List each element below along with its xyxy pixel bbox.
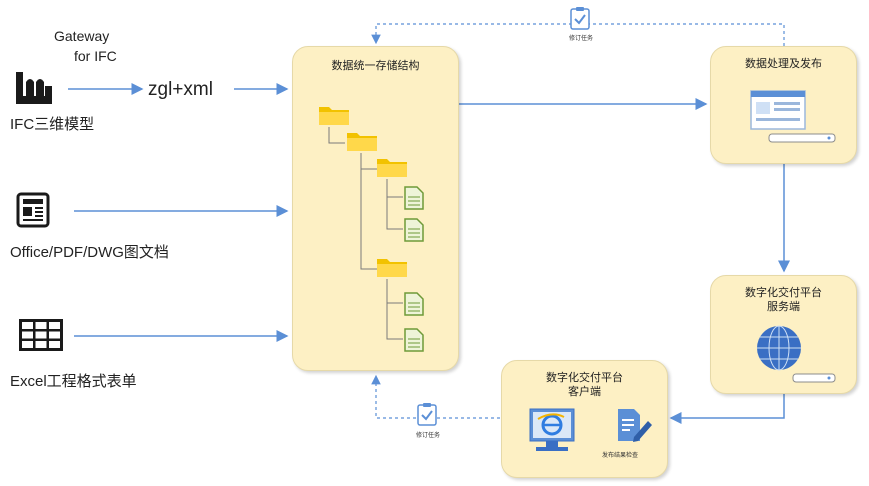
factory-icon [14, 68, 56, 108]
ie-monitor-icon [529, 408, 575, 451]
office-docs-label: Office/PDF/DWG图文档 [10, 244, 169, 261]
format-label: zgl+xml [148, 79, 213, 100]
bottom-feedback-dashed-arrow [371, 374, 500, 419]
server-title-line1: 数字化交付平台 [745, 287, 822, 299]
folder-icon [377, 259, 407, 277]
excel-forms-label: Excel工程格式表单 [10, 373, 137, 390]
document-icon [404, 328, 424, 352]
browser-window-icon [750, 90, 836, 143]
storage-title: 数据统一存储结构 [331, 60, 420, 72]
gateway-label-line2: for IFC [74, 48, 117, 64]
bottom-revision-task-label: 修订任务 [416, 433, 441, 439]
globe-icon [757, 325, 836, 383]
publish-check-label: 发布结果检查 [602, 453, 639, 459]
folder-icon [347, 133, 377, 151]
table-grid-icon [18, 318, 64, 352]
storage-box: 数据统一存储结构 [292, 46, 459, 371]
top-revision-task-label: 修订任务 [569, 36, 594, 42]
client-title-line2: 客户端 [568, 386, 601, 398]
processing-title: 数据处理及发布 [745, 58, 822, 70]
newspaper-icon [16, 192, 52, 228]
document-edit-icon [618, 409, 652, 442]
ifc-model-label: IFC三维模型 [10, 116, 95, 133]
folder-tree [319, 107, 424, 352]
server-box: 数字化交付平台 服务端 [710, 275, 857, 394]
clipboard-check-icon [416, 402, 438, 426]
document-icon [404, 186, 424, 210]
top-feedback-dashed-arrow [371, 23, 785, 46]
folder-icon [319, 107, 349, 125]
server-to-client-arrow [669, 394, 785, 424]
processing-box: 数据处理及发布 [710, 46, 857, 164]
clipboard-check-icon [569, 6, 591, 30]
folder-icon [377, 159, 407, 177]
client-title-line1: 数字化交付平台 [546, 372, 623, 384]
server-title-line2: 服务端 [767, 301, 800, 313]
gateway-label-line1: Gateway [54, 28, 110, 44]
document-icon [404, 292, 424, 316]
client-box: 数字化交付平台 客户端 发布结果检查 [501, 360, 668, 478]
document-icon [404, 218, 424, 242]
